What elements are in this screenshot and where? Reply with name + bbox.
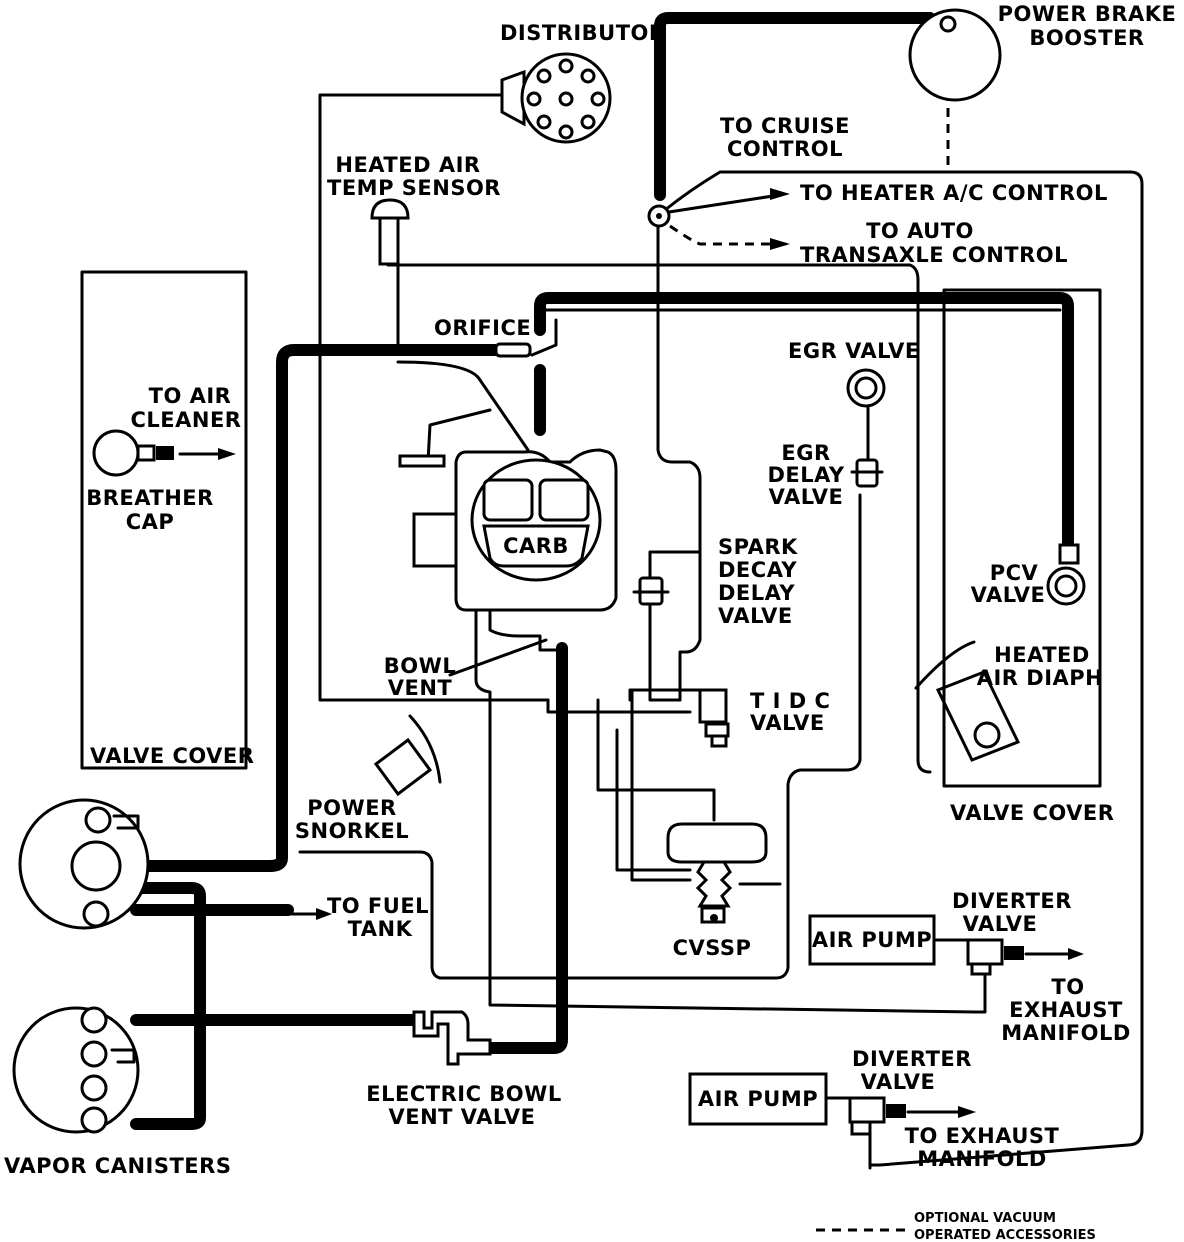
label-air-pump-2: AIR PUMP bbox=[698, 1087, 818, 1111]
legend-line-1: OPTIONAL VACUUM bbox=[914, 1211, 1056, 1226]
label-egr-valve: EGR VALVE bbox=[788, 339, 920, 363]
label-vapor-canisters: VAPOR CANISTERS bbox=[4, 1154, 231, 1178]
label-bowl-vent-2: VENT bbox=[388, 676, 453, 700]
label-power-snorkel-2: SNORKEL bbox=[295, 819, 409, 843]
label-to-exhaust-1-2: EXHAUST bbox=[1009, 998, 1123, 1022]
orifice bbox=[494, 342, 532, 358]
distributor bbox=[500, 52, 612, 144]
egr-valve bbox=[846, 368, 886, 408]
tidc-valve bbox=[698, 688, 730, 748]
vapor-canister-upper bbox=[18, 798, 150, 930]
label-to-exhaust-2-2: MANIFOLD bbox=[917, 1147, 1047, 1171]
bowl-vent-pointer bbox=[448, 638, 548, 677]
label-diverter-1-1: DIVERTER bbox=[952, 889, 1072, 913]
label-breather-cap-2: CAP bbox=[126, 510, 175, 534]
carburetor: CARB bbox=[398, 448, 618, 612]
label-valve-cover-left: VALVE COVER bbox=[90, 744, 254, 768]
label-cvssp: CVSSP bbox=[673, 936, 752, 960]
pcv-valve bbox=[1046, 543, 1086, 606]
label-egr-delay-3: VALVE bbox=[769, 485, 844, 509]
label-pcv-2: VALVE bbox=[971, 583, 1046, 607]
label-heated-air-2: TEMP SENSOR bbox=[327, 176, 501, 200]
label-orifice: ORIFICE bbox=[434, 316, 531, 340]
label-to-auto-2: TRANSAXLE CONTROL bbox=[800, 243, 1068, 267]
vapor-canister-lower bbox=[12, 1006, 140, 1134]
electric-bowl-vent-valve bbox=[412, 1010, 492, 1066]
label-valve-cover-right: VALVE COVER bbox=[950, 801, 1114, 825]
spark-decay-delay-valve bbox=[632, 576, 670, 606]
cvssp bbox=[666, 822, 768, 924]
label-breather-cap-1: BREATHER bbox=[86, 486, 214, 510]
legend-line-2: OPERATED ACCESSORIES bbox=[914, 1228, 1096, 1242]
label-to-air-cleaner-1: TO AIR bbox=[149, 384, 232, 408]
valve-cover-right bbox=[942, 288, 1102, 788]
label-spark-decay-3: DELAY bbox=[718, 581, 795, 605]
label-spark-decay-4: VALVE bbox=[718, 604, 793, 628]
label-tidc-2: VALVE bbox=[750, 711, 825, 735]
air-pump-1 bbox=[808, 914, 936, 966]
label-power-snorkel-1: POWER bbox=[307, 796, 396, 820]
label-diverter-1-2: VALVE bbox=[963, 912, 1038, 936]
label-power-brake-booster-2: BOOSTER bbox=[1029, 26, 1144, 50]
label-heated-air-diaph-2: AIR DIAPH bbox=[977, 666, 1104, 690]
diverter-valve-1 bbox=[966, 938, 1084, 976]
label-heated-air-1: HEATED AIR bbox=[335, 153, 480, 177]
label-egr-delay-1: EGR bbox=[781, 441, 830, 465]
air-pump-2 bbox=[688, 1072, 828, 1126]
power-snorkel bbox=[373, 714, 442, 797]
label-egr-delay-2: DELAY bbox=[767, 463, 844, 487]
label-electric-bowl-2: VENT VALVE bbox=[389, 1105, 536, 1129]
label-to-fuel-tank-1: TO FUEL bbox=[327, 894, 429, 918]
vacuum-junction bbox=[647, 188, 790, 250]
heated-air-temp-sensor bbox=[370, 198, 410, 266]
label-spark-decay-1: SPARK bbox=[718, 535, 798, 559]
label-air-pump-1: AIR PUMP bbox=[812, 928, 932, 952]
label-spark-decay-2: DECAY bbox=[718, 558, 797, 582]
label-power-brake-booster-1: POWER BRAKE bbox=[998, 2, 1177, 26]
label-to-fuel-tank-2: TANK bbox=[348, 917, 413, 941]
label-to-heater-ac: TO HEATER A/C CONTROL bbox=[800, 181, 1108, 205]
label-to-cruise-2: CONTROL bbox=[727, 137, 843, 161]
valve-cover-left bbox=[80, 270, 248, 770]
label-heated-air-diaph-1: HEATED bbox=[994, 643, 1090, 667]
label-pcv-1: PCV bbox=[990, 561, 1039, 585]
thick-hoses bbox=[130, 12, 1074, 1130]
heated-air-diaph bbox=[914, 640, 1021, 762]
label-to-auto-1: TO AUTO bbox=[866, 219, 974, 243]
label-electric-bowl-1: ELECTRIC BOWL bbox=[366, 1082, 561, 1106]
label-bowl-vent-1: BOWL bbox=[384, 654, 456, 678]
label-to-exhaust-1-3: MANIFOLD bbox=[1001, 1021, 1131, 1045]
fuel-tank-arrow-head bbox=[316, 908, 332, 920]
carb-label: CARB bbox=[503, 534, 569, 558]
label-to-exhaust-2-1: TO EXHAUST bbox=[905, 1124, 1060, 1148]
label-tidc-1: T I D C bbox=[750, 689, 830, 713]
label-to-cruise-1: TO CRUISE bbox=[720, 114, 850, 138]
power-brake-booster bbox=[908, 8, 1002, 102]
label-to-exhaust-1-1: TO bbox=[1051, 975, 1084, 999]
diverter-valve-2 bbox=[848, 1096, 976, 1136]
label-diverter-2-2: VALVE bbox=[861, 1070, 936, 1094]
label-to-air-cleaner-2: CLEANER bbox=[131, 408, 242, 432]
label-diverter-2-1: DIVERTER bbox=[852, 1047, 972, 1071]
label-distributor: DISTRIBUTOR bbox=[500, 21, 666, 45]
egr-delay-valve bbox=[850, 458, 884, 488]
breather-cap bbox=[92, 429, 236, 477]
